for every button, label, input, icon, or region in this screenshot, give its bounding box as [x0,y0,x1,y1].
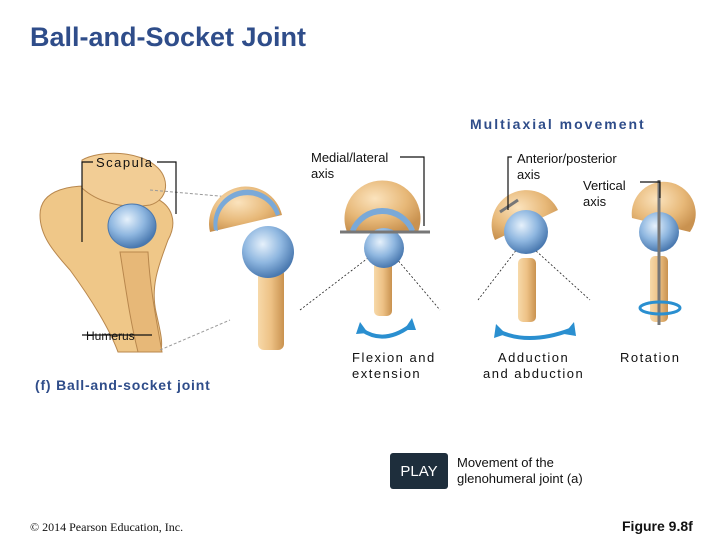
copyright-notice: © 2014 Pearson Education, Inc. [30,520,184,534]
scapula-label: Scapula [96,155,154,170]
play-description: Movement of the glenohumeral joint (a) [457,455,583,486]
flexion-arrow [360,324,412,339]
rotation-model [631,180,696,325]
rotation-label: Rotation [620,350,681,365]
joint-model [209,186,294,350]
figure-number: Figure 9.8f [622,518,693,534]
abduction-model [477,190,591,341]
page-title: Ball-and-Socket Joint [30,22,307,52]
humerus-label: Humerus [86,329,135,343]
shoulder-anatomy [39,152,174,353]
multiaxial-heading: Multiaxial movement [470,116,646,132]
flexion-extension-label: Flexion and extension [352,350,436,381]
anterior-posterior-axis-rod [499,198,519,214]
figure-caption: (f) Ball-and-socket joint [35,377,211,393]
leader-lines [81,156,661,336]
vertical-axis-label: Vertical axis [583,178,626,209]
medial-lateral-axis-label: Medial/lateral axis [311,150,389,181]
adduction-abduction-label: Adduction and abduction [483,350,585,381]
zoom-line [159,319,231,351]
flexion-model [299,180,441,339]
abduction-arrow [499,328,571,341]
rotation-arrow [638,300,682,316]
anterior-posterior-axis-label: Anterior/posterior axis [517,151,617,182]
play-button[interactable]: PLAY [390,453,448,489]
